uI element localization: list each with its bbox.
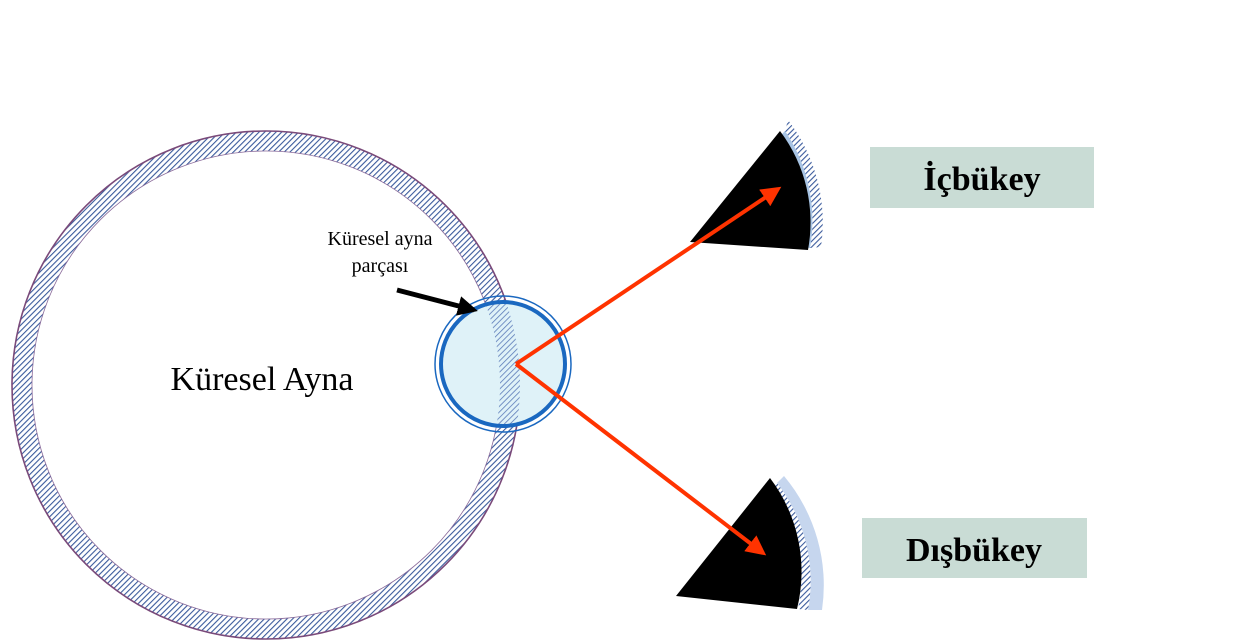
sphere-label: Küresel Ayna: [171, 361, 354, 398]
piece-label-line2: parçası: [352, 255, 409, 277]
mirror-piece-magnifier: [434, 295, 572, 433]
piece-label-line1: Küresel ayna: [328, 228, 433, 250]
convex-mirror-segment: [676, 476, 824, 610]
convex-label: Dışbükey: [906, 532, 1042, 569]
concave-mirror-segment: [690, 120, 823, 250]
pointer-arrow: [396, 287, 478, 316]
ray-to-convex: [514, 362, 767, 556]
concave-label-box: İçbükey: [870, 147, 1094, 208]
convex-label-box: Dışbükey: [862, 518, 1087, 578]
concave-label: İçbükey: [923, 160, 1040, 198]
ray-to-concave: [514, 186, 782, 366]
